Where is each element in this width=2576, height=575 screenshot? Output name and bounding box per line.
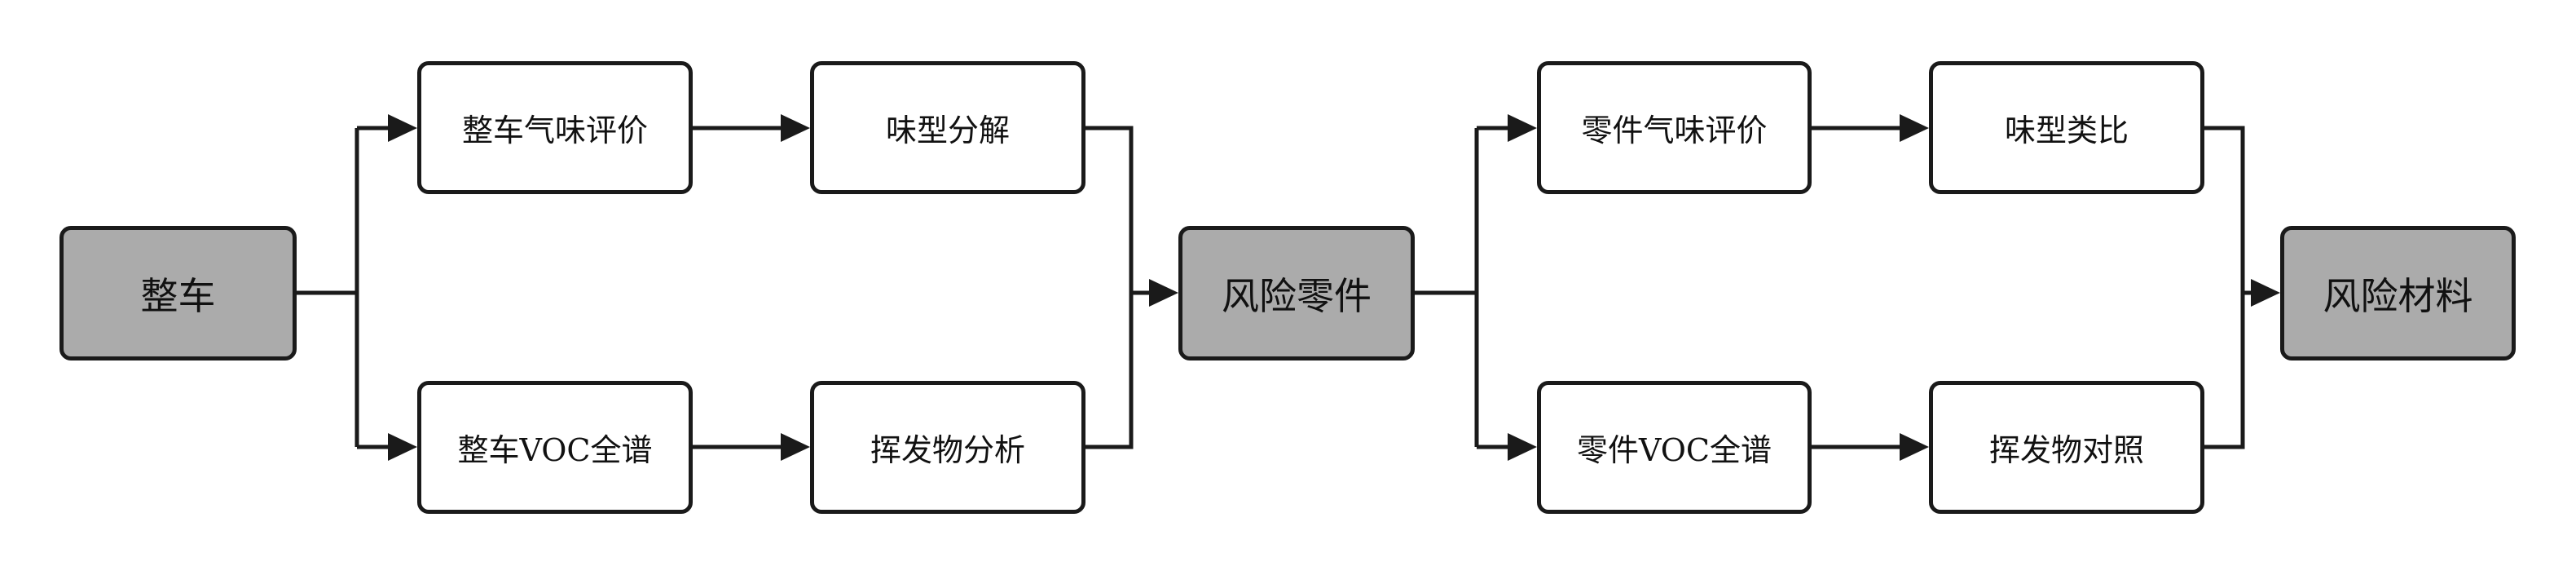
arrow-to-volatile-comparison xyxy=(1812,433,1929,461)
node-volatile-comparison: 挥发物对照 xyxy=(1929,381,2204,514)
arrow-to-volatile-analysis xyxy=(693,433,810,461)
node-odor-type-decomposition: 味型分解 xyxy=(810,61,1085,194)
node-risk-parts: 风险零件 xyxy=(1178,226,1415,360)
arrow-to-vehicle-odor-eval xyxy=(357,114,417,142)
node-vehicle: 整车 xyxy=(59,226,297,360)
edge-analogy-to-merge xyxy=(2204,126,2245,449)
node-part-odor-evaluation: 零件气味评价 xyxy=(1537,61,1812,194)
node-part-voc-spectrum: 零件VOC全谱 xyxy=(1537,381,1812,514)
node-vehicle-odor-evaluation: 整车气味评价 xyxy=(417,61,693,194)
arrow-to-risk-parts xyxy=(1131,279,1178,307)
arrow-to-part-odor-eval xyxy=(1477,114,1537,142)
node-risk-materials: 风险材料 xyxy=(2280,226,2516,360)
arrow-to-odor-analogy xyxy=(1812,114,1929,142)
node-volatile-analysis: 挥发物分析 xyxy=(810,381,1085,514)
node-vehicle-voc-spectrum: 整车VOC全谱 xyxy=(417,381,693,514)
arrow-to-odor-decomposition xyxy=(693,114,810,142)
node-odor-type-analogy: 味型类比 xyxy=(1929,61,2204,194)
edge-decomposition-to-merge xyxy=(1085,126,1134,449)
arrow-to-part-voc xyxy=(1477,433,1537,461)
arrow-to-vehicle-voc xyxy=(357,433,417,461)
arrow-to-risk-materials xyxy=(2243,279,2280,307)
